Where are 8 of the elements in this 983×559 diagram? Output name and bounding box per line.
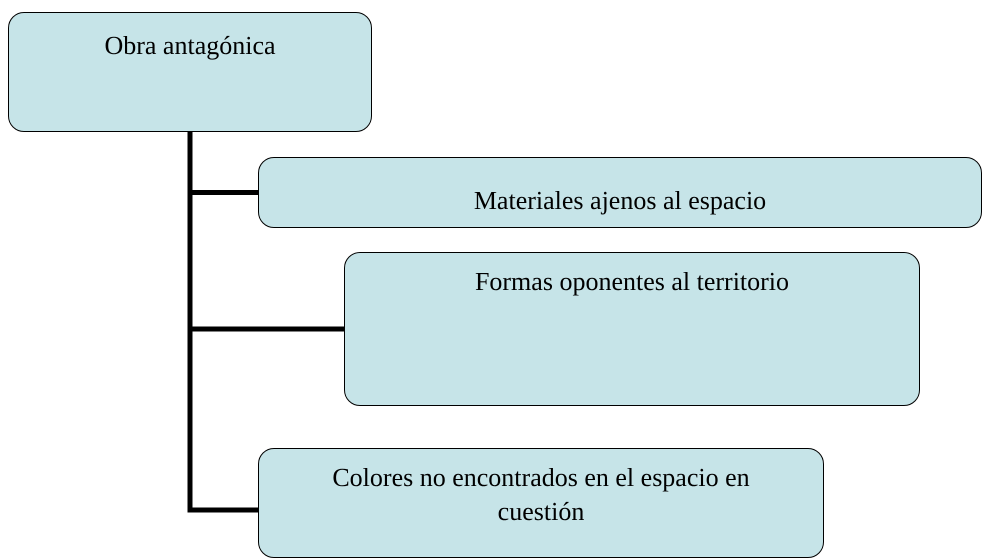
text-box: [8, 12, 372, 132]
text-box: [258, 448, 824, 558]
text-box: [258, 157, 982, 228]
node-label: Obra antagónica: [104, 30, 276, 62]
node-label: Materiales ajenos al espacio: [474, 185, 766, 217]
node-label: Colores no encontrados en el espacio en cuestión: [331, 462, 751, 528]
node-label: Formas oponentes al territorio: [474, 266, 790, 298]
text-box: [344, 252, 920, 406]
